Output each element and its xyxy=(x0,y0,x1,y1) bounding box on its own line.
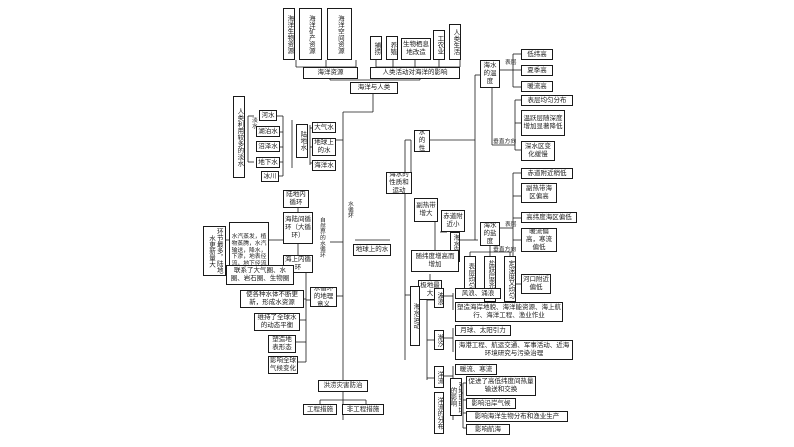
node-t3: 暖流高 xyxy=(521,81,553,92)
node-s3: 高纬度海区偏低 xyxy=(521,212,577,223)
node-ocean-water: 海洋水 xyxy=(312,160,336,171)
node-eng: 工程措施 xyxy=(303,404,337,415)
node-c5: 影响航海 xyxy=(466,424,510,435)
node-impact-fish: 捕捞 xyxy=(370,36,382,60)
node-tide2: 海港工程、航运交通、军事活动、近海环境研究与污染治理 xyxy=(455,340,573,360)
node-d2: 副热带增大 xyxy=(414,198,438,222)
node-salinity: 海水的盐度 xyxy=(480,222,500,246)
node-s2: 副热带海区偏高 xyxy=(521,183,557,203)
node-c2: 促进了高低纬度间热量输送和交换 xyxy=(466,376,536,396)
node-impact-farm: 养殖 xyxy=(386,36,398,60)
node-t1: 低纬高 xyxy=(521,49,553,60)
label-water-cycle: 水循环 xyxy=(346,201,353,219)
node-ocean-props: 海水的性质和运动 xyxy=(386,172,412,194)
node-s5: 河口附近偏低 xyxy=(521,274,551,294)
node-groundwater: 地下水 xyxy=(256,157,280,168)
node-land-water: 陆地水 xyxy=(296,124,308,158)
node-d1: 赤道附近小 xyxy=(441,210,465,232)
node-currents: 洋流 xyxy=(434,366,444,388)
node-meaning1: 联系了大气圈、水圈、岩石圈、生物圈 xyxy=(226,265,294,285)
node-s1: 赤道附近稍低 xyxy=(521,168,573,179)
node-impact-ind: 工农业 xyxy=(433,30,445,60)
node-noneng: 非工程措施 xyxy=(342,404,384,415)
node-temp: 海水的温度 xyxy=(480,60,500,88)
node-meaning5: 影响全球气候变化 xyxy=(268,356,298,374)
node-res-space: 海洋空间资源 xyxy=(327,8,352,60)
node-flood: 洪涝灾害防治 xyxy=(318,380,368,392)
node-t5: 温跃层随深度增加显著降低 xyxy=(521,110,565,136)
node-lake: 湖泊水 xyxy=(256,126,280,137)
node-c-impact: 对地理环境的影响 xyxy=(450,378,462,416)
node-w2: 塑造海岸地貌、海洋能资源、海上航行、海洋工程、渔业作业 xyxy=(455,302,563,322)
node-impact-life: 人类生活 xyxy=(449,24,461,60)
node-tides: 潮汐 xyxy=(434,330,444,350)
node-res-bio: 海洋生物资源 xyxy=(283,8,295,60)
node-c4: 影响海洋生物分布和渔业生产 xyxy=(466,411,568,422)
node-root: 地球上的水 xyxy=(353,244,391,256)
node-c1: 暖流、寒流 xyxy=(455,364,497,375)
node-waves: 波浪 xyxy=(434,288,444,308)
node-ocean-and-human: 海洋与人类 xyxy=(350,82,398,94)
node-movement: 海水运动 xyxy=(410,286,420,346)
node-ocean-props2: 海水的性质 xyxy=(414,130,430,152)
node-c3: 影响沿岸气候 xyxy=(466,398,516,409)
node-renew: 环节最多，陆地水更新量大 xyxy=(203,226,226,276)
node-c-dist: 洋流的分布 xyxy=(434,392,444,434)
node-impact-bio: 生物栖息地改造 xyxy=(401,38,431,60)
label-temp-vertical: 垂直方向 xyxy=(493,139,517,145)
node-fresh-label: 人类利用较多的淡水 xyxy=(233,96,245,178)
label-sal-surface: 表层 xyxy=(505,222,517,228)
node-meaning2: 使各种水体不断更新，形成水资源 xyxy=(240,290,304,308)
node-sea-land-cycle: 海陆间循环（大循环） xyxy=(283,212,313,244)
node-t2: 夏季高 xyxy=(521,65,553,76)
node-ocean-res: 海洋资源 xyxy=(303,67,358,79)
label-temp-surface: 表层 xyxy=(505,60,517,66)
label-res-space: 海洋空间资源 xyxy=(336,14,345,54)
node-glacier: 冰川 xyxy=(261,171,279,182)
node-atmos-water: 大气水 xyxy=(312,122,336,133)
node-d3: 随纬度增高而增加 xyxy=(411,250,459,272)
node-meaning4: 塑造地表形态 xyxy=(268,335,296,353)
node-river: 河水 xyxy=(259,110,277,121)
node-t6: 深水区变化缓慢 xyxy=(521,141,555,161)
label-sal-vertical: 垂直方向 xyxy=(493,247,517,253)
node-hydrosphere: 地球上的水 xyxy=(312,138,336,156)
label-res-mineral: 海洋矿产资源 xyxy=(307,14,316,54)
node-res-mineral: 海洋矿产资源 xyxy=(299,8,322,60)
node-meaning3: 维持了全球水的动态平衡 xyxy=(254,313,300,331)
node-swamp: 沼泽水 xyxy=(256,141,280,152)
node-s4: 暖流偏高，寒流偏低 xyxy=(521,228,557,252)
node-s8: 定深度又均匀 xyxy=(504,256,516,302)
label-fresh-side: 淡水 xyxy=(250,117,257,129)
node-human-impact: 人类活动对海洋的影响 xyxy=(370,67,460,79)
node-t4: 表层均匀分布 xyxy=(521,95,573,106)
label-natural-cycle: 自然界的水循环 xyxy=(318,217,325,258)
node-w1: 风浪、涌浪 xyxy=(455,288,501,299)
node-cycle-meaning: 水循环的地理意义 xyxy=(310,287,337,307)
node-land-cycle: 陆地内循环 xyxy=(283,190,309,208)
node-s6: 表层均匀 xyxy=(464,256,476,296)
node-tide1: 月球、太阳引力 xyxy=(455,325,511,336)
